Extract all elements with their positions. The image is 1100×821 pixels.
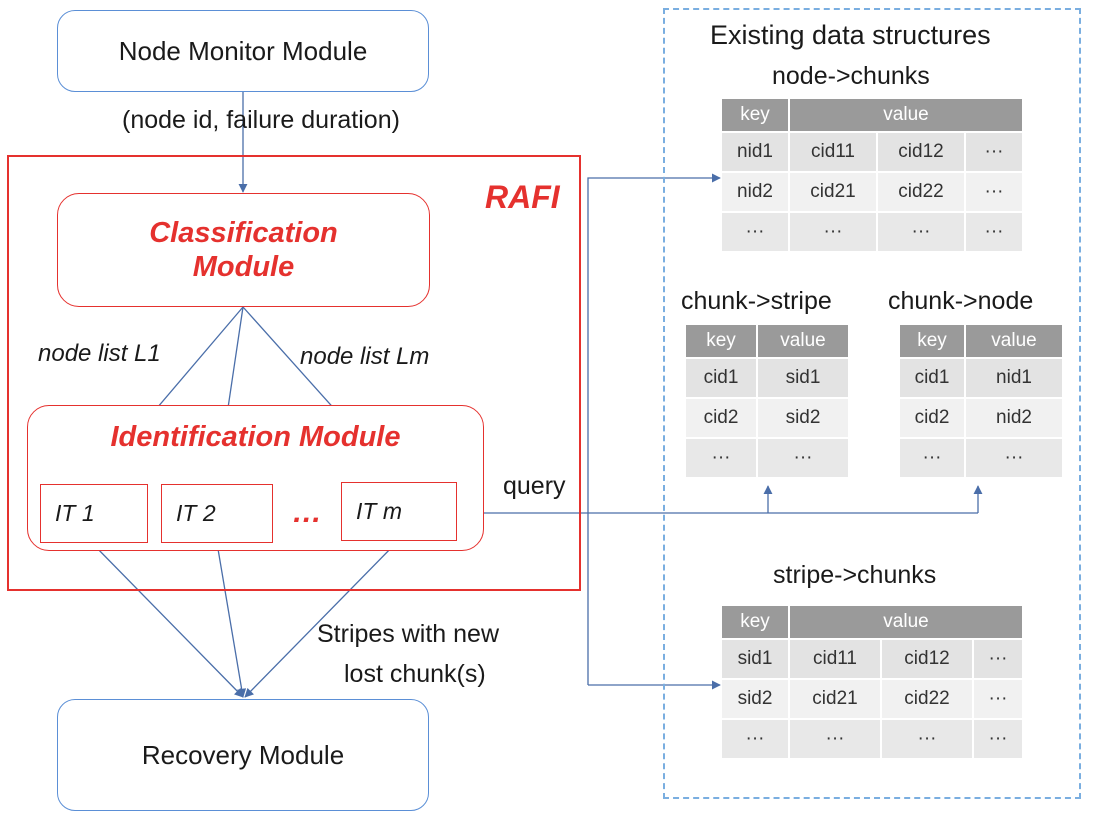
arrow-itm-to-recovery <box>244 540 399 698</box>
table-cell: cid1 <box>900 359 964 397</box>
table-cell: sid2 <box>722 680 788 718</box>
table-row: cid1 nid1 <box>900 359 1062 397</box>
chunk-node-table: key value cid1 nid1 cid2 nid2 ··· ··· <box>898 323 1064 479</box>
stripe-chunks-title: stripe->chunks <box>773 561 937 589</box>
table-cell: cid11 <box>790 133 876 171</box>
table-cell: cid12 <box>882 640 972 678</box>
chunk-node-title: chunk->node <box>888 287 1034 315</box>
node-chunks-title: node->chunks <box>772 62 930 90</box>
table-cell: sid1 <box>758 359 848 397</box>
classification-label-line1: Classification <box>149 217 338 249</box>
table-header-cell: value <box>758 325 848 357</box>
table-header-row: key value <box>722 99 1022 131</box>
table-header-row: key value <box>686 325 848 357</box>
table-header-cell: value <box>790 99 1022 131</box>
table-cell: cid21 <box>790 173 876 211</box>
table-cell: cid2 <box>900 399 964 437</box>
table-row: sid1 cid11 cid12 ··· <box>722 640 1022 678</box>
recovery-module: Recovery Module <box>57 699 429 811</box>
table-row: cid1 sid1 <box>686 359 848 397</box>
iterator-label: IT 1 <box>55 500 95 526</box>
table-row: cid2 nid2 <box>900 399 1062 437</box>
stripe-chunks-table: key value sid1 cid11 cid12 ··· sid2 cid2… <box>720 604 1024 760</box>
arrow-to-node-chunks <box>587 173 721 685</box>
node-chunks-table: key value nid1 cid11 cid12 ··· nid2 cid2… <box>720 97 1024 253</box>
table-cell: ··· <box>722 213 788 251</box>
stripes-label-line2: lost chunk(s) <box>344 660 486 688</box>
data-structures-title: Existing data structures <box>710 20 991 50</box>
table-row: ··· ··· ··· ··· <box>722 720 1022 758</box>
node-monitor-module: Node Monitor Module <box>57 10 429 92</box>
iterator-label: IT 2 <box>176 500 216 526</box>
table-cell: cid21 <box>790 680 880 718</box>
table-row: ··· ··· <box>900 439 1062 477</box>
table-cell: cid11 <box>790 640 880 678</box>
table-cell: ··· <box>966 439 1062 477</box>
table-cell: nid1 <box>966 359 1062 397</box>
table-row: sid2 cid21 cid22 ··· <box>722 680 1022 718</box>
arrow-it2-to-recovery <box>216 542 247 698</box>
table-cell: ··· <box>966 213 1022 251</box>
iterator-ellipsis: … <box>292 496 322 529</box>
table-cell: nid1 <box>722 133 788 171</box>
table-cell: cid12 <box>878 133 964 171</box>
rafi-title: RAFI <box>485 179 560 215</box>
table-row: nid2 cid21 cid22 ··· <box>722 173 1022 211</box>
table-cell: ··· <box>758 439 848 477</box>
iterator-box: IT m <box>341 482 457 541</box>
table-cell: ··· <box>722 720 788 758</box>
table-header-cell: value <box>966 325 1062 357</box>
chunk-stripe-table: key value cid1 sid1 cid2 sid2 ··· ··· <box>684 323 850 479</box>
classification-module: Classification Module <box>57 193 430 307</box>
table-header-cell: value <box>790 606 1022 638</box>
classification-label-line2: Module <box>192 251 295 283</box>
table-cell: ··· <box>878 213 964 251</box>
rafi-frame <box>7 155 581 591</box>
node-monitor-label: Node Monitor Module <box>118 35 368 66</box>
identification-label: Identification Module <box>110 421 401 453</box>
table-cell: ··· <box>966 133 1022 171</box>
node-list-last-label: node list Lm <box>300 343 430 370</box>
table-header-cell: key <box>686 325 756 357</box>
table-cell: cid1 <box>686 359 756 397</box>
table-header-row: key value <box>722 606 1022 638</box>
node-info-label: (node id, failure duration) <box>122 106 400 134</box>
table-cell: ··· <box>790 720 880 758</box>
table-cell: ··· <box>790 213 876 251</box>
table-row: ··· ··· ··· ··· <box>722 213 1022 251</box>
table-cell: ··· <box>900 439 964 477</box>
table-cell: sid1 <box>722 640 788 678</box>
node-list-first-label: node list L1 <box>38 340 161 367</box>
table-cell: cid22 <box>882 680 972 718</box>
iterator-label: IT m <box>356 498 402 524</box>
table-header-cell: key <box>722 606 788 638</box>
table-cell: ··· <box>882 720 972 758</box>
table-cell: nid2 <box>966 399 1062 437</box>
query-label: query <box>503 472 566 500</box>
table-cell: ··· <box>974 720 1022 758</box>
chunk-stripe-title: chunk->stripe <box>681 287 832 315</box>
table-row: nid1 cid11 cid12 ··· <box>722 133 1022 171</box>
stripes-label-line1: Stripes with new <box>317 620 500 648</box>
iterator-box: IT 1 <box>40 484 148 543</box>
iterator-box: IT 2 <box>161 484 273 543</box>
table-cell: ··· <box>686 439 756 477</box>
recovery-label: Recovery Module <box>141 739 345 770</box>
table-cell: ··· <box>974 680 1022 718</box>
table-cell: ··· <box>974 640 1022 678</box>
table-row: ··· ··· <box>686 439 848 477</box>
table-cell: cid22 <box>878 173 964 211</box>
table-cell: ··· <box>966 173 1022 211</box>
table-header-row: key value <box>900 325 1062 357</box>
table-row: cid2 sid2 <box>686 399 848 437</box>
table-header-cell: key <box>900 325 964 357</box>
data-structures-panel <box>663 8 1081 799</box>
table-header-cell: key <box>722 99 788 131</box>
table-cell: cid2 <box>686 399 756 437</box>
arrow-it1-to-recovery <box>91 542 244 698</box>
table-cell: nid2 <box>722 173 788 211</box>
table-cell: sid2 <box>758 399 848 437</box>
